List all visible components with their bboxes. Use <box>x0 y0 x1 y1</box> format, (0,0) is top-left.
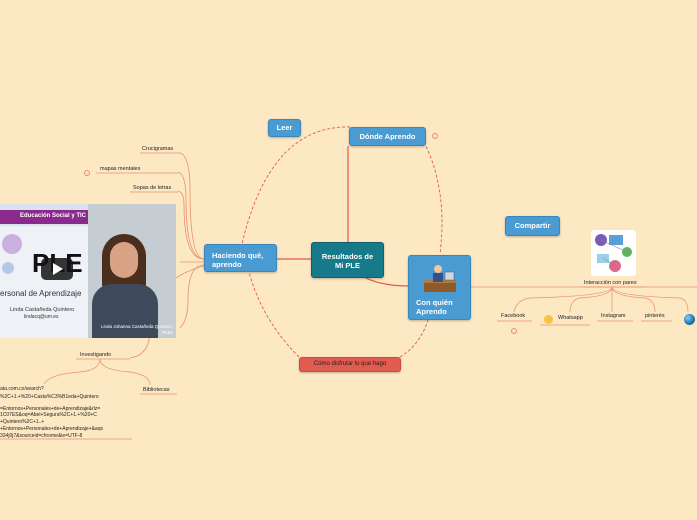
video-subtitle: ersonal de Aprendizaje <box>0 289 82 298</box>
video-author: Linda Castañeda Quintero <box>10 307 75 313</box>
play-button-icon[interactable] <box>41 258 73 280</box>
video-email: lindacq@um.es <box>24 314 59 320</box>
leaf-mapas-mentales[interactable]: mapas mentales <box>100 166 141 172</box>
orb-icon <box>2 262 14 274</box>
leaf-whatsapp[interactable]: Whatsapp <box>558 315 583 321</box>
leaf-pinteres[interactable]: pinterés <box>645 313 665 319</box>
leaf-instagram[interactable]: Instagram <box>601 313 626 319</box>
orb-icon <box>2 234 22 254</box>
con-quien-label: Con quién Aprendo <box>416 298 453 316</box>
leaf-bibliotecas[interactable]: Bibliotecas <box>143 387 170 393</box>
note-flag-icon: i <box>432 133 438 139</box>
video-banner <box>0 210 90 224</box>
leaf-sopas-de-letras[interactable]: Sopas de letras <box>133 185 172 191</box>
office-worker-icon <box>424 265 456 292</box>
leaf-interaccion-pares[interactable]: Interacción con pares <box>584 280 637 286</box>
node-leer[interactable]: Leer <box>268 119 301 137</box>
note-flag-icon: i <box>84 170 90 176</box>
note-flag-icon: i <box>511 328 517 334</box>
leaf-facebook[interactable]: Facebook <box>501 313 526 319</box>
leaf-crucigramas[interactable]: Crucigramas <box>142 146 174 152</box>
leaf-investigando[interactable]: Investigando <box>80 352 112 358</box>
video-caption-2: PLEs <box>162 330 173 335</box>
video-banner-text: Educación Social y TIC <box>20 213 87 219</box>
video-presenter <box>88 204 176 338</box>
network-people-icon <box>591 230 636 276</box>
node-disfrutar[interactable]: Cómo disfrutar lo que hago <box>299 357 401 372</box>
node-central[interactable]: Resultados de Mi PLE <box>311 242 384 278</box>
globe-icon <box>684 314 695 325</box>
node-compartir[interactable]: Compartir <box>505 216 560 236</box>
whatsapp-icon <box>544 315 553 324</box>
node-con-quien[interactable]: Con quién Aprendo <box>408 255 471 320</box>
video-caption-1: Linda Johanna Castañeda Quintero <box>101 324 173 329</box>
node-donde-aprendo[interactable]: Dónde Aprendo <box>349 127 426 146</box>
video-thumbnail[interactable]: Educación Social y TIC PLE ersonal de Ap… <box>0 204 176 338</box>
node-haciendo-que[interactable]: Haciendo qué, aprendo <box>204 244 277 272</box>
